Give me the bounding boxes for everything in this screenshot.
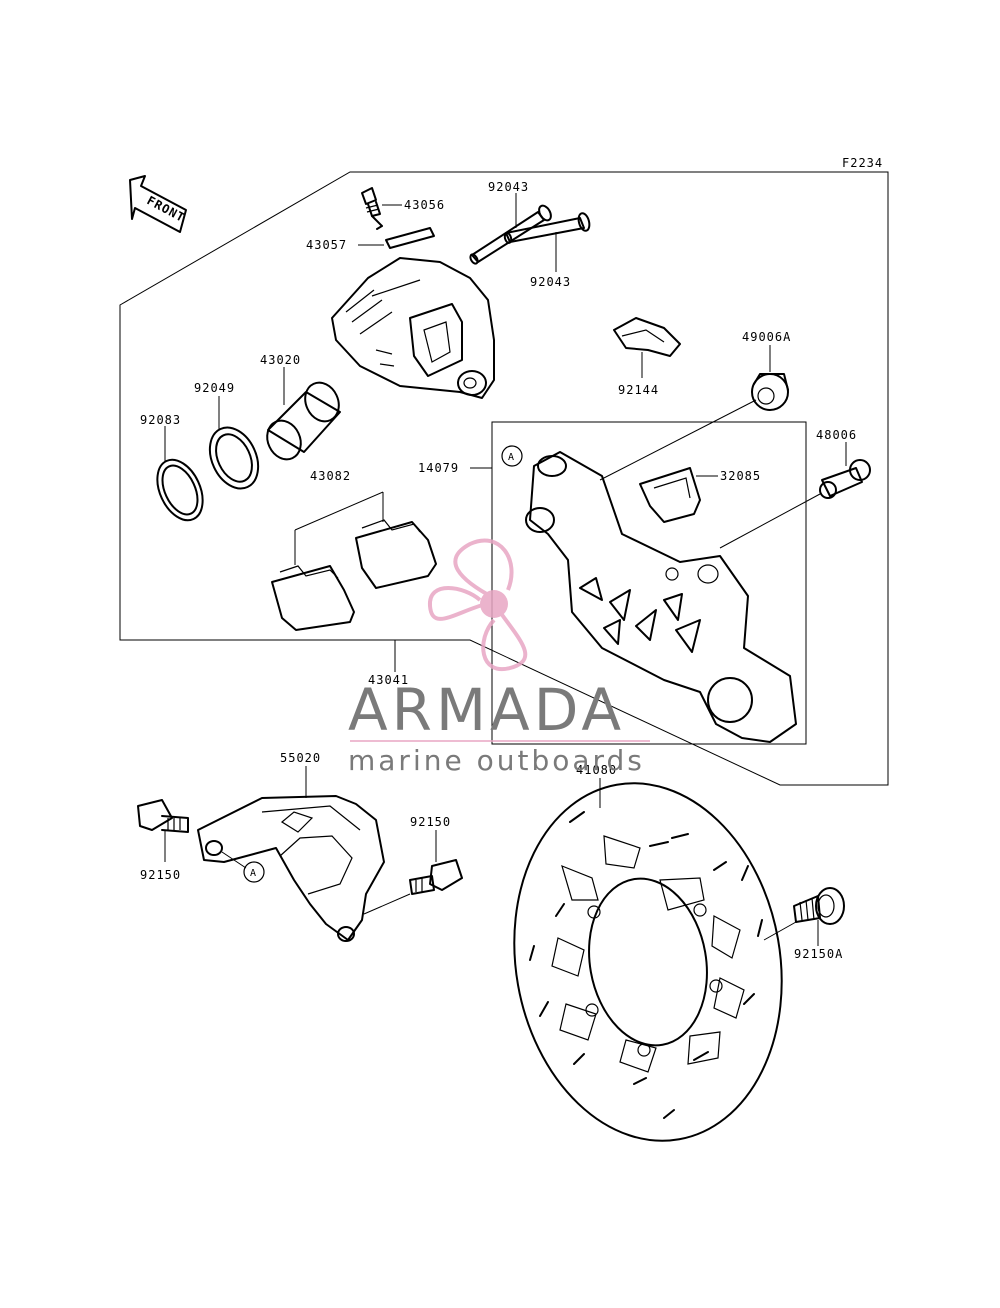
callout-a-bottom-label: A bbox=[250, 868, 257, 879]
label-92150A: 92150A bbox=[794, 947, 843, 961]
piston-seal bbox=[208, 426, 260, 490]
piston bbox=[266, 381, 341, 461]
label-92049: 92049 bbox=[194, 381, 235, 395]
bracket-inset-box bbox=[491, 421, 807, 745]
callout-a-top-label: A bbox=[508, 452, 515, 463]
pin-upper bbox=[469, 204, 552, 265]
watermark-tagline: marine outboards bbox=[348, 744, 645, 777]
label-43057: 43057 bbox=[306, 238, 347, 252]
dust-seal bbox=[156, 458, 204, 522]
bleeder-cap bbox=[385, 227, 435, 249]
caliper-body bbox=[331, 257, 495, 399]
label-92144: 92144 bbox=[618, 383, 659, 397]
mounting-bracket bbox=[197, 795, 385, 942]
label-43041: 43041 bbox=[368, 673, 409, 687]
mounting-bolt-right bbox=[409, 859, 463, 895]
caliper-bracket bbox=[525, 451, 797, 743]
label-92083: 92083 bbox=[140, 413, 181, 427]
label-92043-top: 92043 bbox=[488, 180, 529, 194]
label-41080: 41080 bbox=[576, 763, 617, 777]
figure-code: F2234 bbox=[842, 156, 883, 170]
propeller-icon bbox=[427, 538, 528, 672]
pin-lower bbox=[503, 212, 591, 244]
label-43020: 43020 bbox=[260, 353, 301, 367]
label-48006: 48006 bbox=[816, 428, 857, 442]
brake-disc bbox=[513, 782, 783, 1142]
callout-a-bottom bbox=[243, 861, 265, 883]
label-43056: 43056 bbox=[404, 198, 445, 212]
label-92150-right: 92150 bbox=[410, 815, 451, 829]
pad-spring bbox=[639, 467, 701, 523]
brake-pad-left bbox=[271, 565, 355, 631]
front-arrow-icon: FRONT bbox=[129, 175, 188, 233]
label-14079: 14079 bbox=[418, 461, 459, 475]
slide-bolt bbox=[819, 459, 871, 499]
label-49006A: 49006A bbox=[742, 330, 791, 344]
callout-a-top bbox=[501, 445, 523, 467]
watermark-brand: ARMADA bbox=[348, 676, 625, 744]
caliper-assembly-outline bbox=[119, 171, 889, 786]
bleeder-valve bbox=[361, 187, 383, 230]
label-32085: 32085 bbox=[720, 469, 761, 483]
label-43082: 43082 bbox=[310, 469, 351, 483]
rubber-boot bbox=[751, 373, 789, 411]
label-92150-left: 92150 bbox=[140, 868, 181, 882]
label-55020: 55020 bbox=[280, 751, 321, 765]
brake-pad-right bbox=[355, 519, 437, 589]
mounting-bolt-left bbox=[137, 799, 189, 833]
svg-text:FRONT: FRONT bbox=[145, 193, 188, 225]
disc-bolt bbox=[793, 887, 845, 925]
label-92043-bottom: 92043 bbox=[530, 275, 571, 289]
pad-spring-clip bbox=[613, 317, 681, 357]
